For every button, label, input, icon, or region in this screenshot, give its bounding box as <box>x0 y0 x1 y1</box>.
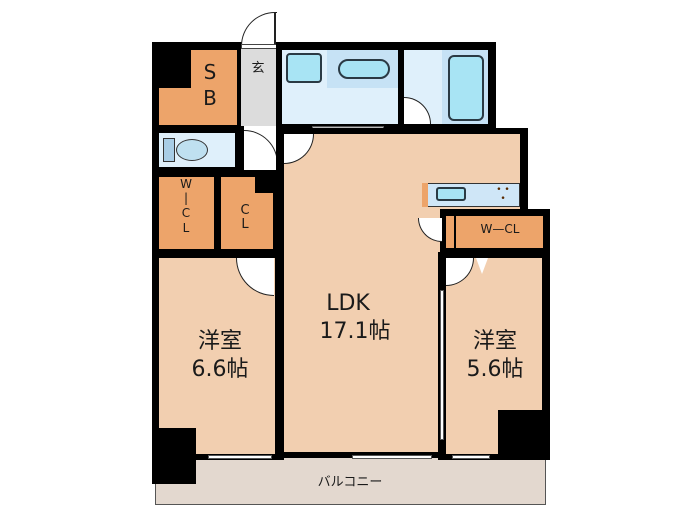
western2-sliding-door[interactable] <box>440 290 444 440</box>
western1-label-name: 洋室 <box>197 329 242 354</box>
entrance-door-frame <box>241 44 277 49</box>
wic-label-c: C <box>181 206 191 220</box>
wic-label-l: L <box>182 221 190 235</box>
sb-label-b: B <box>203 86 217 110</box>
bathtub-icon <box>448 55 484 121</box>
kitchen-sink-icon <box>436 187 466 201</box>
western2-vent-icon <box>476 258 488 274</box>
cl-label-c: C <box>240 203 250 218</box>
western1-label-size: 6.6帖 <box>191 357 249 382</box>
sb-pillar <box>159 50 191 88</box>
entrance-door-leaf <box>274 12 276 46</box>
ldk-label-size: 17.1帖 <box>319 319 391 344</box>
washbasin-icon <box>286 53 322 83</box>
ldk-label-name: LDK <box>326 291 370 316</box>
toilet-tank-icon <box>163 138 175 162</box>
western2-label-size: 5.6帖 <box>466 357 524 382</box>
western1-balcony-window[interactable] <box>208 455 272 459</box>
western1-pillar <box>152 428 196 484</box>
wic-label-bar: | <box>183 191 189 205</box>
kitchen-side-panel <box>422 183 428 207</box>
stove-icon: • •• <box>496 185 510 204</box>
sink-icon <box>338 59 390 79</box>
cl-pillar <box>255 177 273 193</box>
western2-balcony-window[interactable] <box>452 455 490 459</box>
western2-label-name: 洋室 <box>472 329 517 354</box>
wcl-room <box>456 216 543 248</box>
western2-pillar <box>498 410 544 456</box>
entrance <box>241 48 276 126</box>
entrance-door-arc <box>241 12 277 46</box>
ldk-balcony-window[interactable] <box>352 455 432 459</box>
wic-label-w: W <box>180 177 192 191</box>
entrance-label: 玄 <box>251 61 265 76</box>
toilet-bowl-icon <box>176 139 208 161</box>
wcl-label: W—CL <box>480 222 520 236</box>
wcl-side <box>446 216 454 248</box>
wic-room <box>159 177 214 249</box>
sb-label-s: S <box>203 60 217 84</box>
cl-label-l: L <box>241 217 249 232</box>
balcony-label: バルコニー <box>317 475 383 490</box>
